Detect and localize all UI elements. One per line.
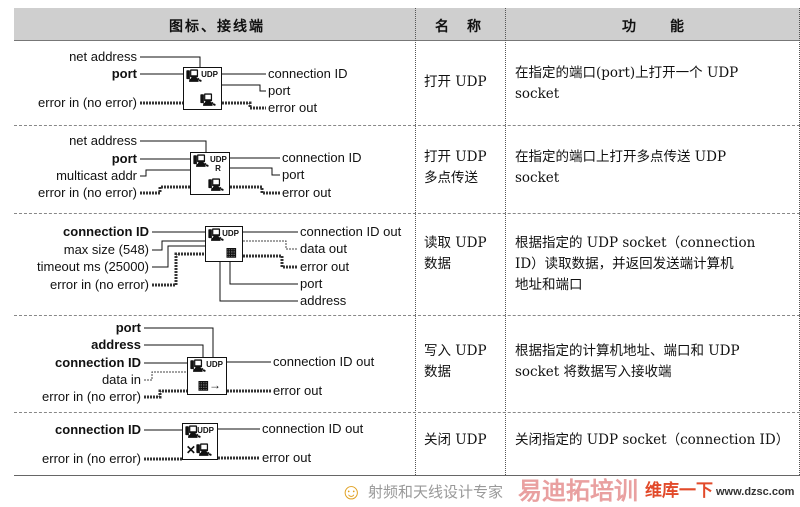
mascot-icon: ☺	[340, 479, 363, 504]
row-divider	[14, 125, 800, 126]
watermark-tagline: 射频和天线设计专家	[368, 484, 504, 501]
function-name: 数据	[424, 256, 451, 272]
terminal-port: port	[111, 66, 137, 81]
terminal-port: port	[115, 320, 141, 335]
terminal-max-size: max size (548)	[63, 242, 149, 257]
udp-write-icon: 🖳UDP▦→	[187, 357, 227, 395]
function-name: 打开 UDP	[424, 74, 487, 90]
column-divider	[415, 8, 416, 475]
terminal-port: port	[111, 151, 137, 166]
terminal-connection-id: connection ID	[55, 422, 141, 437]
row-divider	[14, 475, 800, 476]
header-name: 名 称	[435, 19, 483, 35]
terminal-error-in: error in (no error)	[42, 389, 141, 404]
function-name: 数据	[424, 364, 451, 380]
terminal-error-out: error out	[262, 450, 312, 465]
function-name: 写入 UDP	[424, 343, 487, 359]
terminal-error-out: error out	[273, 383, 323, 398]
terminal-data-out: data out	[300, 241, 347, 256]
row-divider	[14, 412, 800, 413]
terminal-net-address: net address	[69, 49, 137, 64]
table-header: 图标、接线端 名 称 功 能	[14, 8, 800, 41]
terminal-connection-id: connection ID	[55, 355, 141, 370]
udp-open-icon: 🖳UDP🖳	[183, 67, 222, 110]
terminal-error-in: error in (no error)	[42, 451, 141, 466]
function-description: 关闭指定的 UDP socket（connection ID）	[515, 432, 790, 448]
udp-close-icon: 🖳UDP✕🖳	[182, 423, 218, 460]
function-name: 读取 UDP	[424, 235, 487, 251]
udp-open-multicast-icon: 🖳UDP R🖳	[190, 152, 230, 195]
function-description: 地址和端口	[515, 277, 583, 293]
terminal-error-out: error out	[268, 100, 318, 115]
function-description: socket	[515, 170, 560, 186]
terminal-error-out: error out	[300, 259, 350, 274]
terminal-connection-id-out: connection ID out	[300, 224, 402, 239]
function-description: 根据指定的 UDP socket（connection	[515, 235, 756, 251]
terminal-connection-id-out: connection ID out	[273, 354, 375, 369]
terminal-error-in: error in (no error)	[50, 277, 149, 292]
function-description: 在指定的端口上打开多点传送 UDP	[515, 149, 727, 165]
function-description: 根据指定的计算机地址、端口和 UDP	[515, 343, 740, 359]
terminal-net-address: net address	[69, 133, 137, 148]
function-description: ID）读取数据，并返回发送端计算机	[515, 256, 734, 272]
terminal-connection-id: connection ID	[268, 66, 348, 81]
terminal-connection-id: connection ID	[282, 150, 362, 165]
row-divider	[14, 213, 800, 214]
terminal-address: address	[91, 337, 141, 352]
watermark-url: www.dzsc.com	[716, 486, 795, 498]
function-description: socket	[515, 86, 560, 102]
terminal-error-in: error in (no error)	[38, 185, 137, 200]
udp-read-icon: 🖳UDP▦	[205, 226, 243, 262]
terminal-port-out: port	[300, 276, 323, 291]
watermark-slogan: 维库一下	[645, 481, 713, 500]
terminal-port-out: port	[268, 83, 291, 98]
terminal-error-out: error out	[282, 185, 332, 200]
function-name: 关闭 UDP	[424, 432, 487, 448]
header-icon-terminal: 图标、接线端	[169, 19, 265, 35]
function-description: 在指定的端口(port)上打开一个 UDP	[515, 65, 739, 81]
column-divider	[505, 8, 506, 475]
terminal-port-out: port	[282, 167, 305, 182]
row-divider	[14, 315, 800, 316]
terminal-multicast-addr: multicast addr	[56, 168, 137, 183]
terminal-error-in: error in (no error)	[38, 95, 137, 110]
terminal-data-in: data in	[101, 372, 141, 387]
terminal-connection-id-out: connection ID out	[262, 421, 364, 436]
function-description: socket 将数据写入接收端	[515, 364, 672, 380]
terminal-connection-id: connection ID	[63, 224, 149, 239]
header-function: 功 能	[622, 19, 686, 35]
terminal-timeout: timeout ms (25000)	[37, 259, 149, 274]
watermark-brand: 易迪拓培训	[518, 478, 638, 505]
function-name: 多点传送	[424, 170, 478, 186]
function-name: 打开 UDP	[424, 149, 487, 165]
terminal-address-out: address	[300, 293, 347, 308]
